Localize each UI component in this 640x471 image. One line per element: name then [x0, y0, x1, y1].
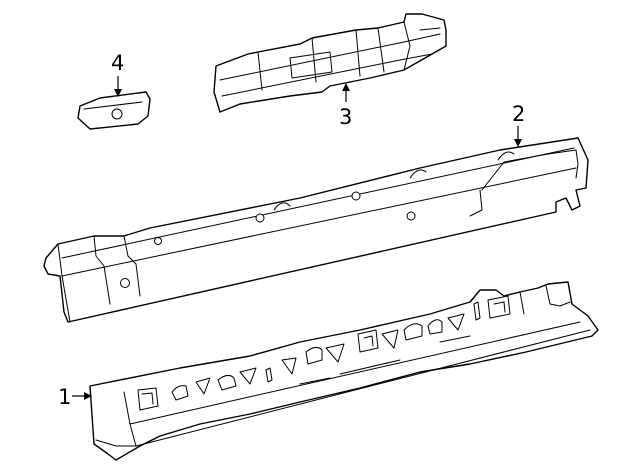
part-1-outer-rocker — [89, 281, 599, 461]
callout-4: 4 — [111, 51, 124, 97]
callout-1: 1 — [58, 385, 92, 409]
part-2-inner-rocker — [43, 137, 589, 323]
callout-3: 3 — [339, 83, 352, 129]
callout-2-label: 2 — [512, 102, 525, 126]
part-3-reinforcement — [213, 13, 447, 113]
part-4-cap — [77, 91, 151, 130]
callout-2-arrowhead — [514, 139, 522, 147]
callout-3-label: 3 — [339, 105, 352, 129]
callout-1-label: 1 — [58, 385, 71, 409]
callout-3-arrowhead — [342, 83, 350, 91]
callout-2: 2 — [512, 102, 525, 147]
callout-1-arrowhead — [84, 392, 92, 400]
callout-4-label: 4 — [111, 51, 124, 75]
callout-4-arrowhead — [114, 89, 122, 97]
